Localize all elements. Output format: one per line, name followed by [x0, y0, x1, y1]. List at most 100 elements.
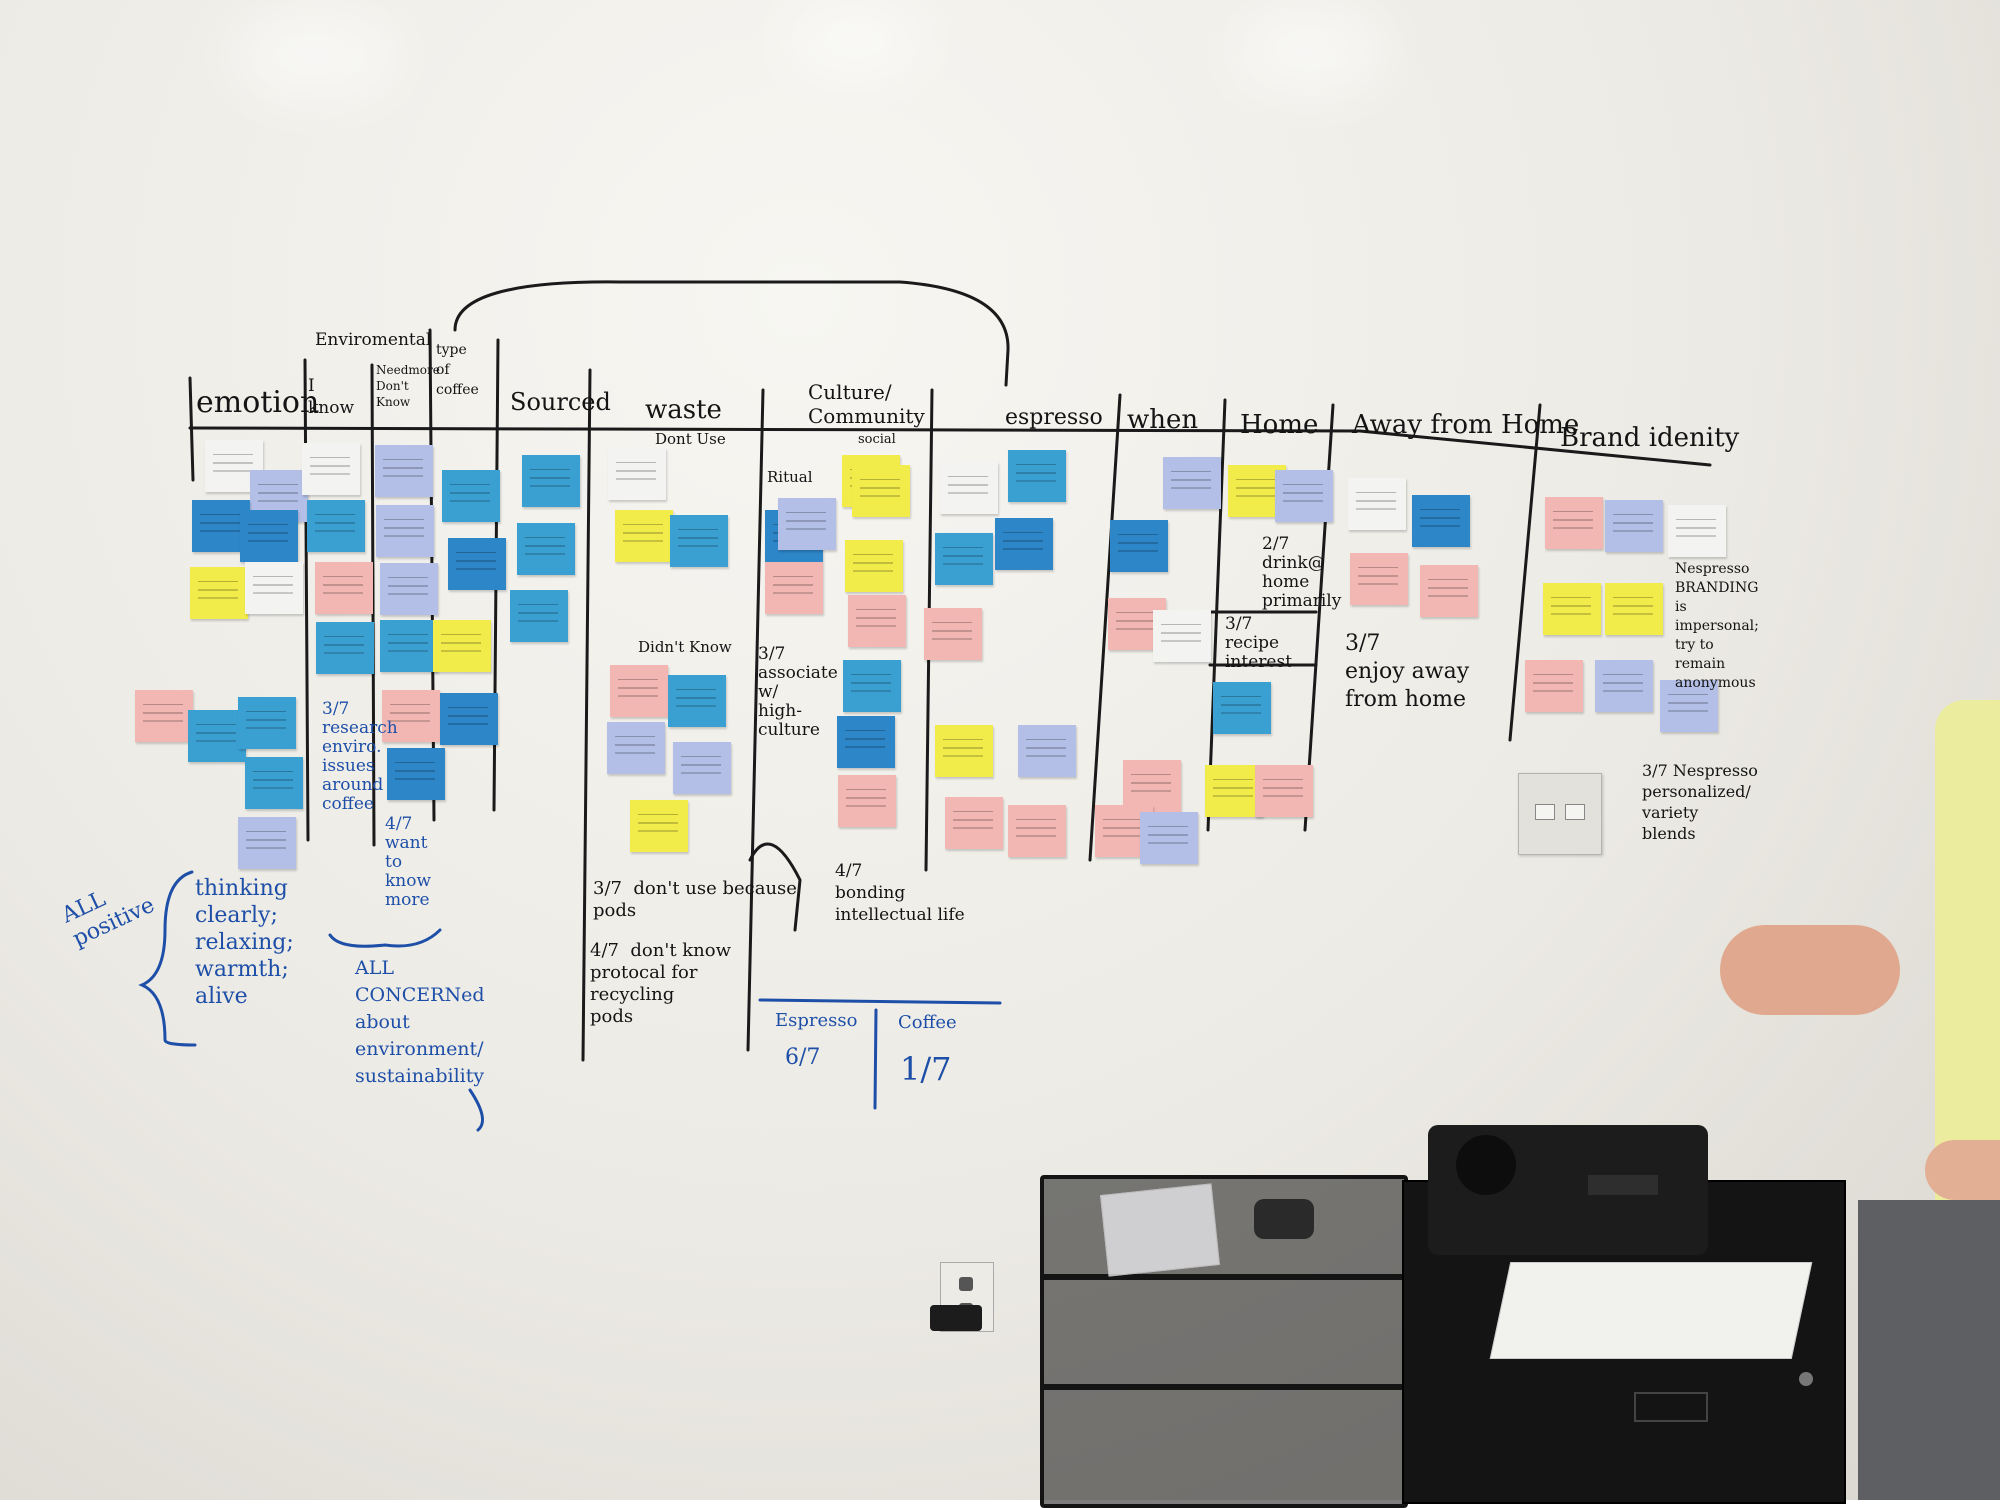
sticky-note [387, 748, 445, 800]
sticky-note [1660, 680, 1718, 732]
header-waste: waste [645, 395, 722, 425]
wall-plate [1518, 773, 1602, 855]
sticky-note [382, 690, 440, 742]
sticky-note [315, 562, 373, 614]
sticky-note [238, 817, 296, 869]
sticky-note [1605, 500, 1663, 552]
supply-cart [1040, 1175, 1408, 1508]
sticky-note [778, 498, 836, 550]
sticky-note [1163, 457, 1221, 509]
sticky-note [245, 562, 303, 614]
sticky-note [940, 462, 998, 514]
sticky-note [1275, 470, 1333, 522]
sticky-note [448, 538, 506, 590]
sticky-note [1543, 583, 1601, 635]
annotation-recipe: 3/7 recipe interest [1225, 614, 1293, 672]
sticky-note [852, 465, 910, 517]
sticky-note [1205, 765, 1263, 817]
sticky-note [1255, 765, 1313, 817]
ceiling-light-reflection [780, 0, 930, 80]
sticky-note [615, 510, 673, 562]
person-hand [1925, 1140, 2000, 1200]
annotation-all-concerned: ALL CONCERNed about environment/ sustain… [355, 957, 485, 1087]
sticky-note [630, 800, 688, 852]
header-sourced: Sourced [510, 388, 611, 416]
sticky-note [668, 675, 726, 727]
person-arm [1720, 925, 1900, 1015]
sticky-note [522, 455, 580, 507]
sticky-note [1525, 660, 1583, 712]
sticky-note [837, 716, 895, 768]
sticky-note [610, 665, 668, 717]
header-home: Home [1240, 410, 1319, 440]
label-coffee-count: Coffee [898, 1012, 957, 1033]
sticky-note [240, 510, 298, 562]
header-social: social [858, 432, 896, 447]
sticky-note [1348, 478, 1406, 530]
sticky-note [608, 448, 666, 500]
sticky-note [517, 523, 575, 575]
annotation-enjoy-away: 3/7 enjoy away from home [1345, 631, 1470, 712]
sticky-note [843, 660, 901, 712]
sticky-note [433, 620, 491, 672]
sticky-note [838, 775, 896, 827]
annotation-dont-use-because: 3/7 don't use because pods [593, 878, 797, 921]
sticky-note [245, 757, 303, 809]
sticky-note [1545, 497, 1603, 549]
sticky-note [1420, 565, 1478, 617]
sticky-note [848, 595, 906, 647]
sticky-note [1140, 812, 1198, 864]
sticky-note [238, 697, 296, 749]
sticky-note [307, 500, 365, 552]
sticky-note [376, 505, 434, 557]
sticky-note [135, 690, 193, 742]
sticky-note [1110, 520, 1168, 572]
annotation-nespresso-branding: Nespresso BRANDING is impersonal; try to… [1675, 561, 1759, 691]
sticky-note [380, 563, 438, 615]
header-dont-use: Dont Use [655, 430, 726, 448]
header-away-from-home: Away from Home [1352, 410, 1580, 440]
projector [1428, 1125, 1708, 1255]
annotation-bonding: 4/7 bonding intellectual life [835, 861, 965, 925]
sticky-note [316, 622, 374, 674]
header-culture-community: Culture/ Community [808, 380, 925, 428]
sticky-note [1153, 610, 1211, 662]
annotation-research: 3/7 research enviro. issues around coffe… [322, 699, 398, 814]
sticky-note [845, 540, 903, 592]
header-emotion: emotion [196, 385, 320, 420]
label-ritual: Ritual [767, 468, 813, 486]
sticky-note [924, 608, 982, 660]
sticky-note [1668, 505, 1726, 557]
label-didnt-know: Didn't Know [638, 638, 732, 656]
sticky-note [673, 742, 731, 794]
annotation-drink-home: 2/7 drink@ home primarily [1262, 534, 1342, 611]
power-adapter [930, 1305, 982, 1331]
sticky-note [1213, 682, 1271, 734]
sticky-note [1350, 553, 1408, 605]
header-brand-identity: Brand idenity [1560, 423, 1740, 453]
sticky-note [190, 567, 248, 619]
sticky-note [380, 620, 438, 672]
annotation-dont-know-protocol: 4/7 don't know protocal for recycling po… [590, 940, 732, 1027]
sticky-note [375, 445, 433, 497]
sticky-note [935, 533, 993, 585]
sticky-note [670, 515, 728, 567]
header-espresso: espresso [1005, 405, 1103, 430]
sticky-note [945, 797, 1003, 849]
sticky-note [1008, 450, 1066, 502]
value-espresso-count: 6/7 [785, 1045, 821, 1070]
header-type-coffee: type of coffee [436, 342, 479, 398]
annotation-thinking: thinking clearly; relaxing; warmth; aliv… [195, 876, 294, 1009]
sticky-note [935, 725, 993, 777]
header-need-more: Needmore Don't Know [376, 363, 440, 409]
sticky-note [442, 470, 500, 522]
person-pants [1858, 1200, 2000, 1500]
sticky-note [1412, 495, 1470, 547]
sticky-note [1008, 805, 1066, 857]
annotation-want-know: 4/7 want to know more [385, 814, 432, 910]
annotation-nespresso-personalized: 3/7 Nespresso personalized/ variety blen… [1642, 761, 1758, 843]
sticky-note [1018, 725, 1076, 777]
person-torso [1935, 700, 2000, 1200]
sticky-note [440, 693, 498, 745]
